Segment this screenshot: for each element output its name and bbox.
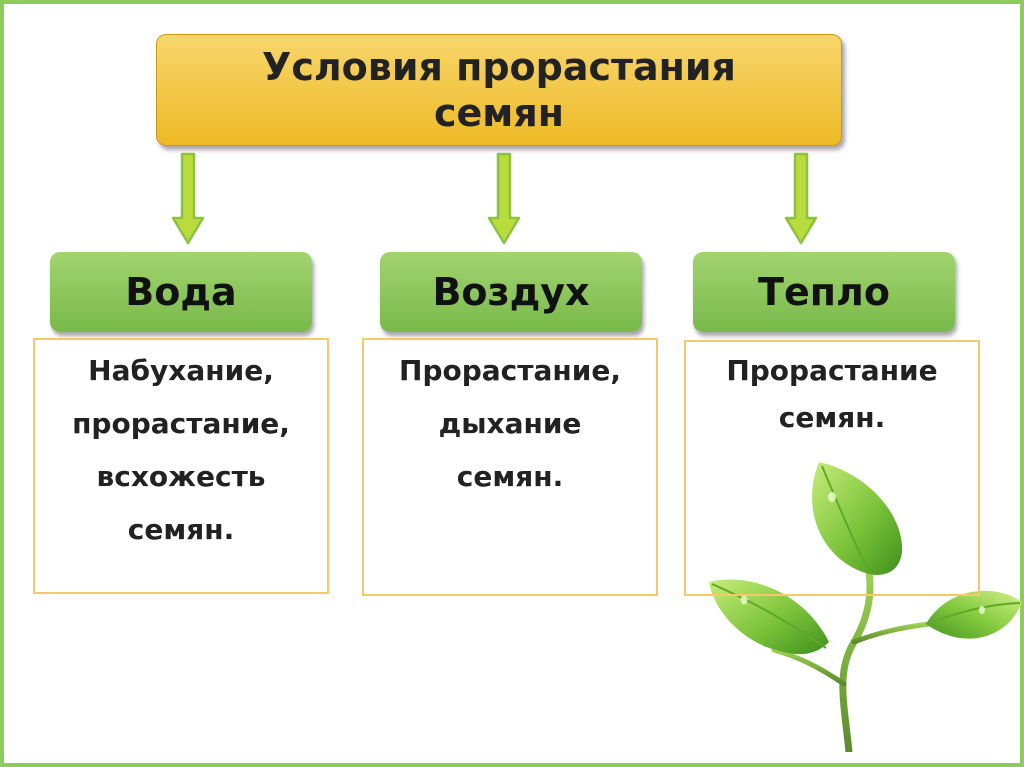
condition-label-air: Воздух bbox=[432, 270, 590, 314]
seedling-icon bbox=[709, 462, 1022, 752]
effect-line: Прорастание, bbox=[399, 354, 621, 387]
effects-box-water: Набухание, прорастание, всхожесть семян. bbox=[33, 338, 329, 594]
arrow-down-water bbox=[171, 152, 205, 245]
effect-line: Набухание, bbox=[88, 354, 274, 387]
effect-line: всхожесть bbox=[96, 460, 266, 493]
effects-box-heat: Прорастание семян. bbox=[684, 340, 980, 596]
arrow-down-heat bbox=[784, 152, 818, 245]
condition-label-heat: Тепло bbox=[758, 270, 890, 314]
condition-box-water: Вода bbox=[50, 252, 312, 332]
condition-label-water: Вода bbox=[125, 270, 237, 314]
effect-line: дыхание bbox=[438, 407, 582, 440]
condition-box-air: Воздух bbox=[380, 252, 642, 332]
effect-line: семян. bbox=[456, 460, 564, 493]
arrow-down-air bbox=[487, 152, 521, 245]
diagram-title-box: Условия прорастания семян bbox=[156, 34, 842, 146]
effects-box-air: Прорастание, дыхание семян. bbox=[362, 338, 658, 596]
diagram-title: Условия прорастания семян bbox=[262, 45, 736, 135]
effect-line: Прорастание bbox=[726, 354, 938, 387]
condition-box-heat: Тепло bbox=[693, 252, 955, 332]
effect-line: семян. bbox=[127, 513, 235, 546]
effect-line: семян. bbox=[778, 401, 886, 434]
effect-line: прорастание, bbox=[72, 407, 290, 440]
